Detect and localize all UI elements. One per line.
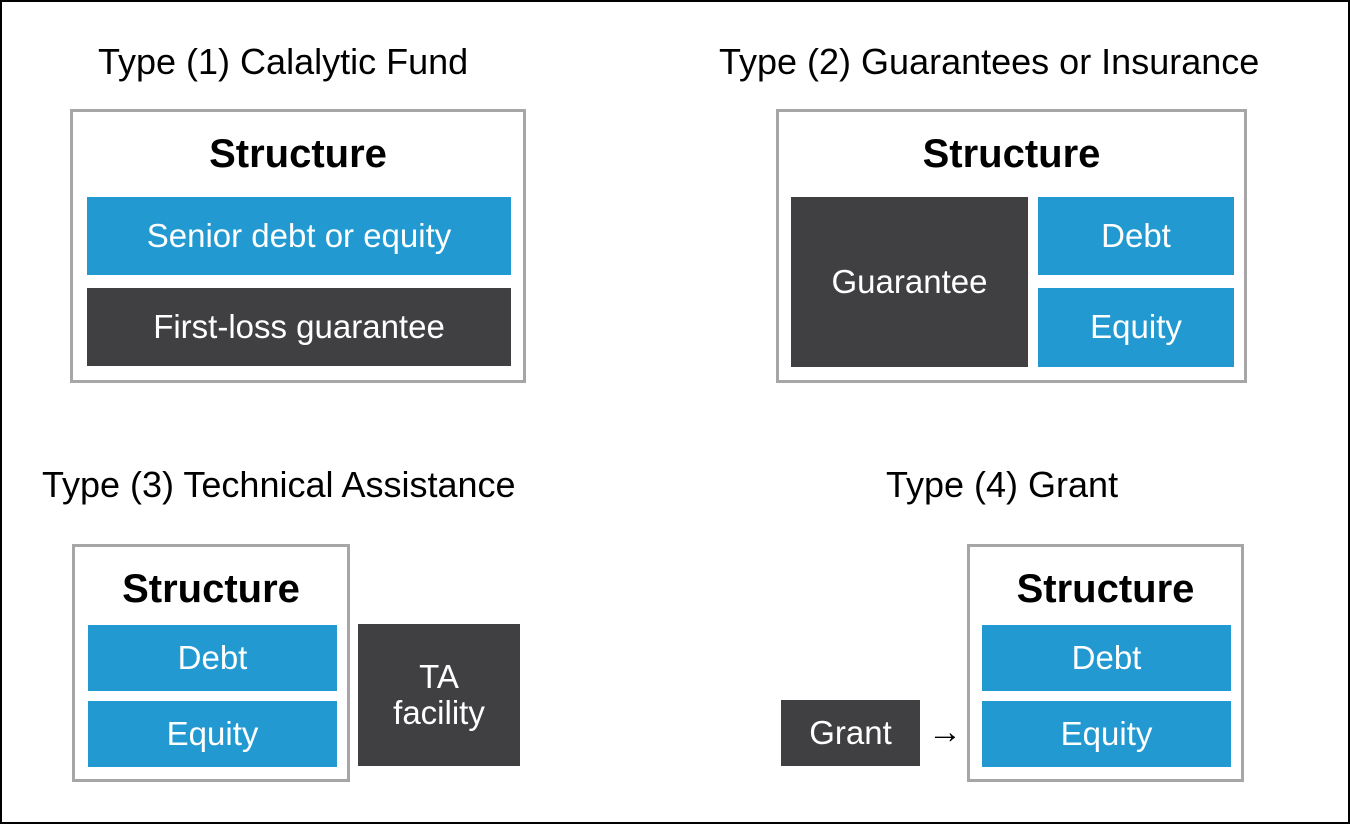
type4-structure-heading: Structure (1016, 567, 1195, 611)
type3-structure-box: Structure Debt Equity (72, 544, 350, 782)
type3-title: Type (3) Technical Assistance (42, 464, 516, 505)
type2-structure-box: Structure Guarantee Debt Equity (776, 109, 1247, 383)
type2-title: Type (2) Guarantees or Insurance (719, 41, 1260, 82)
type1-structure-box: Structure Senior debt or equity First-lo… (70, 109, 526, 383)
type4-equity-block: Equity (982, 701, 1231, 767)
type2-structure-heading: Structure (922, 132, 1101, 176)
type1-first-loss-block: First-loss guarantee (87, 288, 511, 366)
type2-debt-block: Debt (1038, 197, 1234, 275)
type3-structure-heading: Structure (122, 567, 300, 611)
type1-senior-debt-block: Senior debt or equity (87, 197, 511, 275)
type3-equity-block: Equity (88, 701, 337, 767)
type1-title: Type (1) Calalytic Fund (98, 41, 469, 82)
type4-title: Type (4) Grant (886, 464, 1119, 505)
type3-ta-label: TA (419, 657, 459, 695)
type3-debt-block: Debt (88, 625, 337, 691)
type4-grant-block: Grant (781, 700, 920, 766)
type4-arrow-icon: → (928, 713, 962, 751)
type4-debt-block: Debt (982, 625, 1231, 691)
type4-structure-box: Structure Debt Equity (967, 544, 1244, 782)
type2-equity-block: Equity (1038, 288, 1234, 367)
type2-guarantee-block: Guarantee (791, 197, 1028, 367)
type3-facility-label: facility (393, 694, 485, 731)
type1-structure-heading: Structure (209, 132, 387, 176)
type3-ta-facility-block: TA facility (358, 624, 520, 766)
